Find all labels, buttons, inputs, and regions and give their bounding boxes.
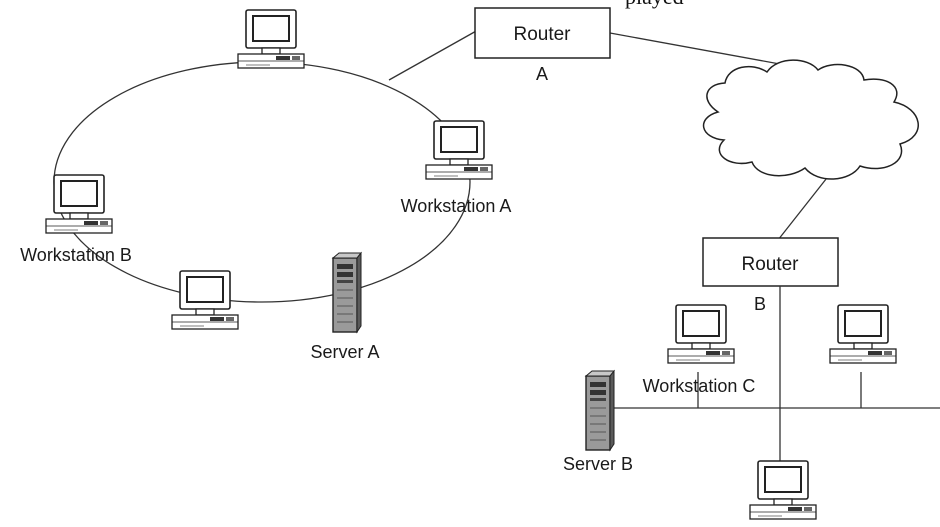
workstation-c-label: Workstation C	[643, 376, 756, 396]
workstation-a-label: Workstation A	[401, 196, 512, 216]
workstation-bottom-bus-icon	[749, 460, 817, 520]
workstation-bottom-icon	[171, 270, 239, 330]
workstation-a-icon	[425, 120, 493, 180]
server-b-label: Server B	[563, 454, 633, 474]
router-b-sublabel: B	[754, 294, 766, 314]
workstation-b-label: Workstation B	[20, 245, 132, 265]
server-a-icon	[332, 252, 362, 333]
link-ring-router-a	[388, 29, 479, 81]
server-b-icon	[585, 370, 615, 451]
workstation-top-icon	[237, 9, 305, 69]
caption-fragment: played	[625, 0, 684, 9]
workstation-c-icon	[667, 304, 735, 364]
router-a-label: Router	[513, 24, 571, 45]
workstation-b-icon	[45, 174, 113, 234]
router-a: Router	[474, 7, 611, 59]
router-b-label: Router	[741, 254, 799, 275]
router-b: Router	[702, 237, 839, 287]
server-a-label: Server A	[310, 342, 379, 362]
router-a-sublabel: A	[536, 64, 548, 84]
cloud-icon	[702, 59, 919, 180]
workstation-right-icon	[829, 304, 897, 364]
ring-link	[53, 61, 471, 303]
